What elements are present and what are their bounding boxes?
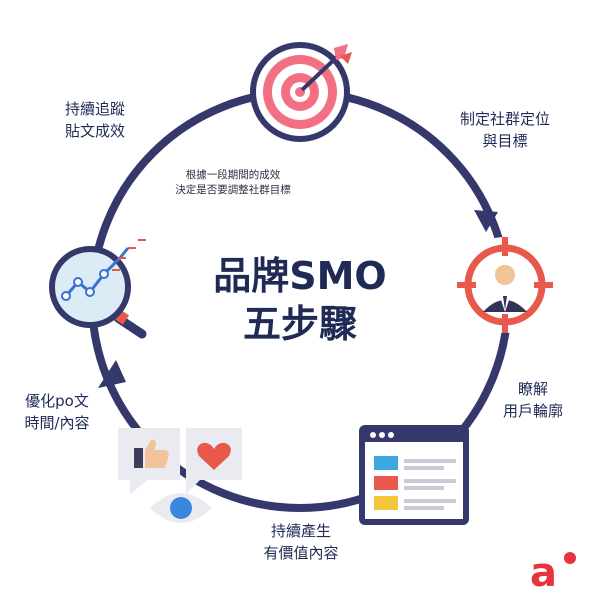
note-line2: 決定是否要調整社群目標 (175, 184, 291, 196)
step2-line2: 用戶輪廓 (502, 402, 563, 420)
target-icon (250, 42, 352, 142)
user-crosshair-icon (457, 237, 553, 333)
step3-line2: 有價值內容 (263, 544, 339, 562)
brand-logo: a (530, 550, 576, 592)
step3-line1: 持續產生 (270, 522, 331, 540)
step4-line1: 優化po文 (25, 392, 89, 410)
arrowhead-right (474, 210, 498, 232)
svg-text:a: a (530, 550, 557, 592)
step-label-content: 持續產生 有價值內容 (236, 520, 366, 564)
center-title-line1: 品牌SMO (213, 254, 387, 298)
step5-line1: 持續追蹤 (64, 100, 125, 118)
step5-line2: 貼文成效 (64, 122, 125, 140)
cycle-note: 根據一段期間的成效 決定是否要調整社群目標 (138, 168, 328, 198)
arrowhead-left (98, 360, 126, 388)
social-engagement-icon (118, 428, 242, 523)
step4-line2: 時間/內容 (24, 414, 90, 432)
step2-line1: 瞭解 (517, 380, 548, 398)
center-title: 品牌SMO 五步驟 (150, 252, 450, 348)
analytics-magnifier-icon (49, 239, 147, 339)
step-label-positioning: 制定社群定位 與目標 (440, 108, 570, 152)
content-window-icon (359, 425, 469, 525)
note-line1: 根據一段期間的成效 (185, 169, 281, 181)
center-title-line2: 五步驟 (242, 302, 357, 346)
step1-line1: 制定社群定位 (459, 110, 550, 128)
step-label-tracking: 持續追蹤 貼文成效 (40, 98, 150, 142)
step-label-audience: 瞭解 用戶輪廓 (478, 378, 588, 422)
step1-line2: 與目標 (482, 132, 528, 150)
step-label-optimize: 優化po文 時間/內容 (2, 390, 112, 434)
